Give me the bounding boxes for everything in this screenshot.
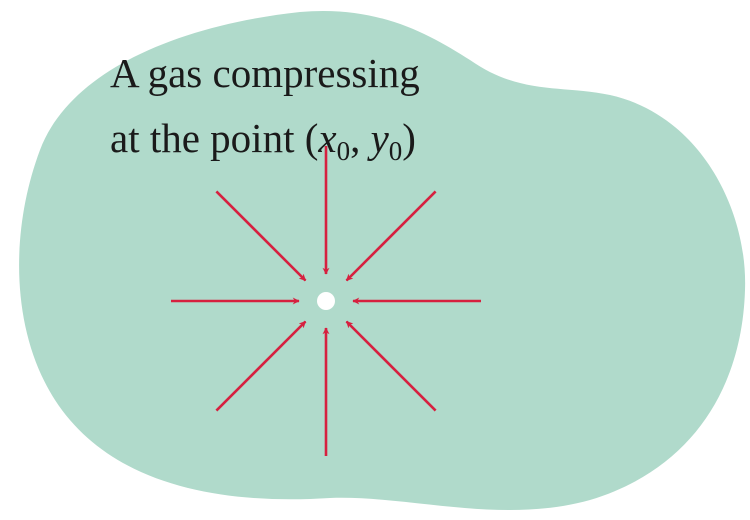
gas-region <box>19 10 746 511</box>
arrow-from-north-east <box>345 190 437 282</box>
arrow-from-north-west <box>215 190 307 282</box>
arrow-from-south-east <box>345 320 437 412</box>
inward-arrows <box>171 146 481 456</box>
arrow-from-south-west <box>215 320 307 412</box>
compression-point <box>317 292 335 310</box>
